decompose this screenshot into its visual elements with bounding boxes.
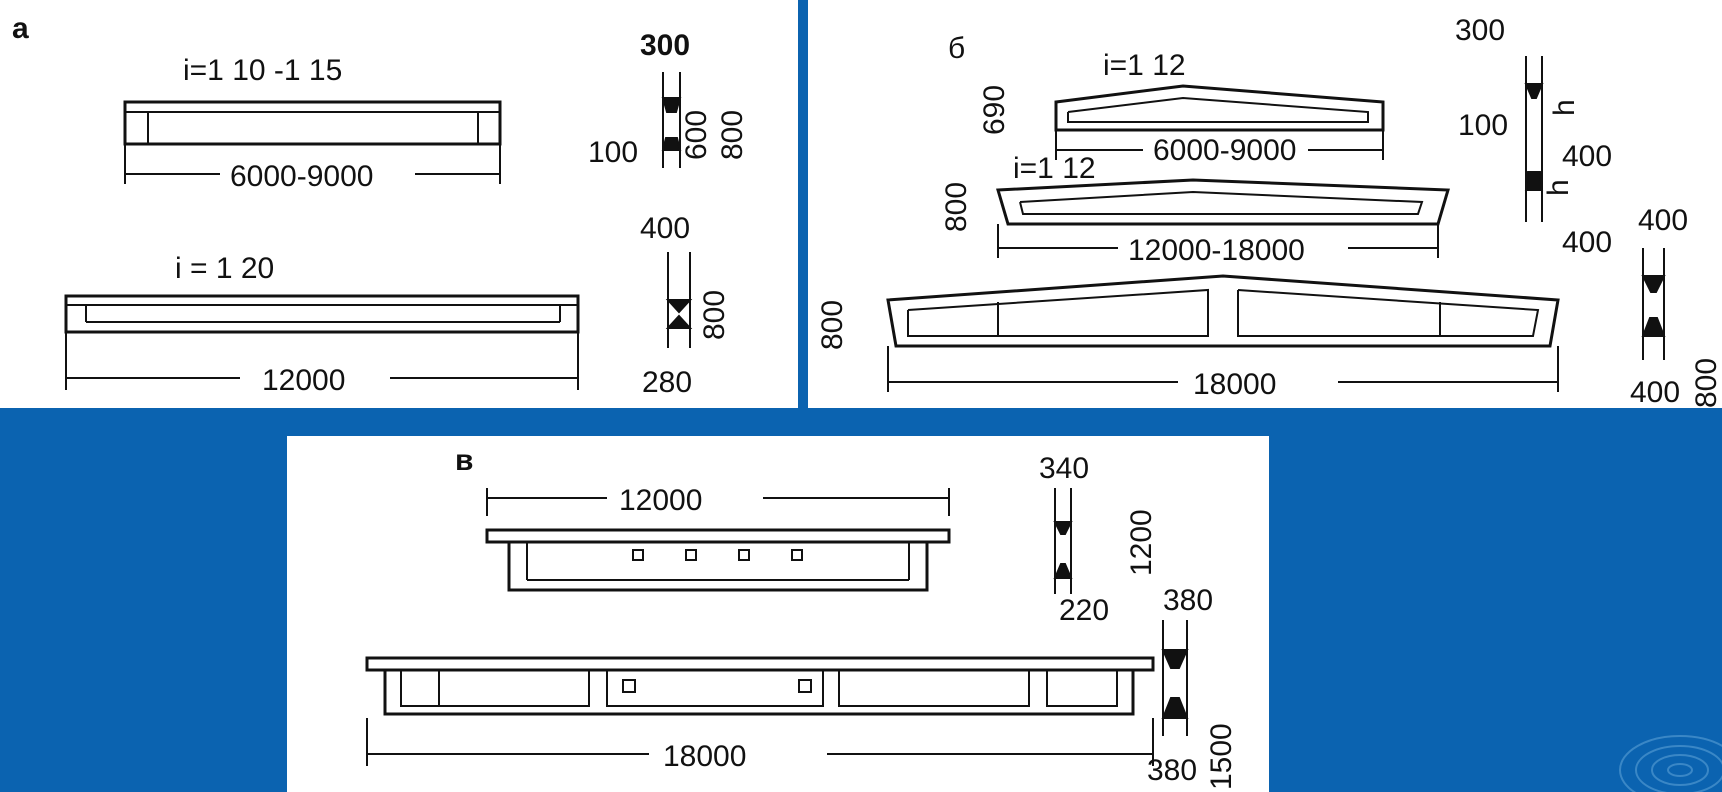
panel-b-label: б <box>948 32 965 65</box>
panel-v: в 12000 <box>287 436 1269 792</box>
beam-a2: i = 1 20 12000 <box>64 252 580 397</box>
section-a1-left: 100 <box>588 136 638 169</box>
panel-v-drawing: в 12000 <box>365 444 1238 790</box>
section-a2: 400 800 280 <box>640 212 731 399</box>
section-v2-bottom: 380 <box>1147 754 1197 787</box>
beam-b1-slope: i=1 12 <box>1103 49 1186 82</box>
section-b1-dim-h1: h <box>1548 99 1581 116</box>
section-b1-dim-h2: h <box>1542 179 1575 196</box>
beam-a1-span: 6000-9000 <box>230 160 373 193</box>
panel-a-label: а <box>12 12 29 45</box>
section-v1-dim: 1200 <box>1125 509 1158 576</box>
section-a2-top: 400 <box>640 212 690 245</box>
beam-b2-slope: i=1 12 <box>1013 152 1096 185</box>
ripple-logo-icon <box>1619 735 1722 792</box>
beam-v2: 18000 <box>365 656 1155 773</box>
section-v1-top: 340 <box>1039 452 1089 485</box>
section-b2-bottom: 400 <box>1630 376 1680 408</box>
beam-v1-span: 12000 <box>619 484 702 517</box>
section-b1-bottom: 400 <box>1562 226 1612 259</box>
panel-v-label: в <box>455 444 473 477</box>
beam-v2-span: 18000 <box>663 740 746 773</box>
section-b2: 400 400 800 <box>1630 204 1722 408</box>
section-a2-dim: 800 <box>698 290 731 340</box>
beam-a2-span: 12000 <box>262 364 345 397</box>
section-v2: 380 380 1500 <box>1147 584 1238 790</box>
section-b2-dim: 800 <box>1690 358 1722 408</box>
panel-a: а i=1 10 -1 15 6000-9000 300 <box>0 0 798 408</box>
section-a2-bottom: 280 <box>642 366 692 399</box>
beam-b3: 800 18000 <box>816 274 1560 401</box>
beam-b1-span: 6000-9000 <box>1153 134 1296 167</box>
beam-b2: i=1 12 800 12000-18000 <box>940 152 1450 267</box>
section-v1: 340 1200 220 <box>1039 452 1158 627</box>
section-b2-top: 400 <box>1638 204 1688 237</box>
section-v2-dim: 1500 <box>1205 723 1238 790</box>
beam-a1: i=1 10 -1 15 6000-9000 <box>123 54 502 193</box>
section-b1-left: 100 <box>1458 109 1508 142</box>
beam-b2-height: 800 <box>940 182 973 232</box>
beam-b3-span: 18000 <box>1193 368 1276 401</box>
beam-b2-span: 12000-18000 <box>1128 234 1305 267</box>
section-a1: 300 100 600 800 <box>588 29 749 169</box>
beam-b1: i=1 12 690 6000-9000 <box>978 49 1385 167</box>
beam-b3-height: 800 <box>816 300 849 350</box>
panel-a-drawing: а i=1 10 -1 15 6000-9000 300 <box>12 12 749 399</box>
section-v1-bottom: 220 <box>1059 594 1109 627</box>
section-b1-mid: 400 <box>1562 140 1612 173</box>
section-b1-top: 300 <box>1455 14 1505 47</box>
beam-a2-slope: i = 1 20 <box>175 252 274 285</box>
beam-a1-slope: i=1 10 -1 15 <box>183 54 342 87</box>
section-b1: 300 100 h 400 h 400 <box>1455 14 1612 259</box>
section-a1-top: 300 <box>640 29 690 62</box>
beam-b1-height: 690 <box>978 85 1011 135</box>
panel-b-drawing: б i=1 12 690 6000-9000 i=1 12 800 <box>816 14 1722 408</box>
panel-b: б i=1 12 690 6000-9000 i=1 12 800 <box>808 0 1722 408</box>
section-v2-top: 380 <box>1163 584 1213 617</box>
section-a1-dim2: 800 <box>716 110 749 160</box>
section-a1-dim1: 600 <box>680 110 713 160</box>
beam-v1: 12000 <box>485 484 951 592</box>
